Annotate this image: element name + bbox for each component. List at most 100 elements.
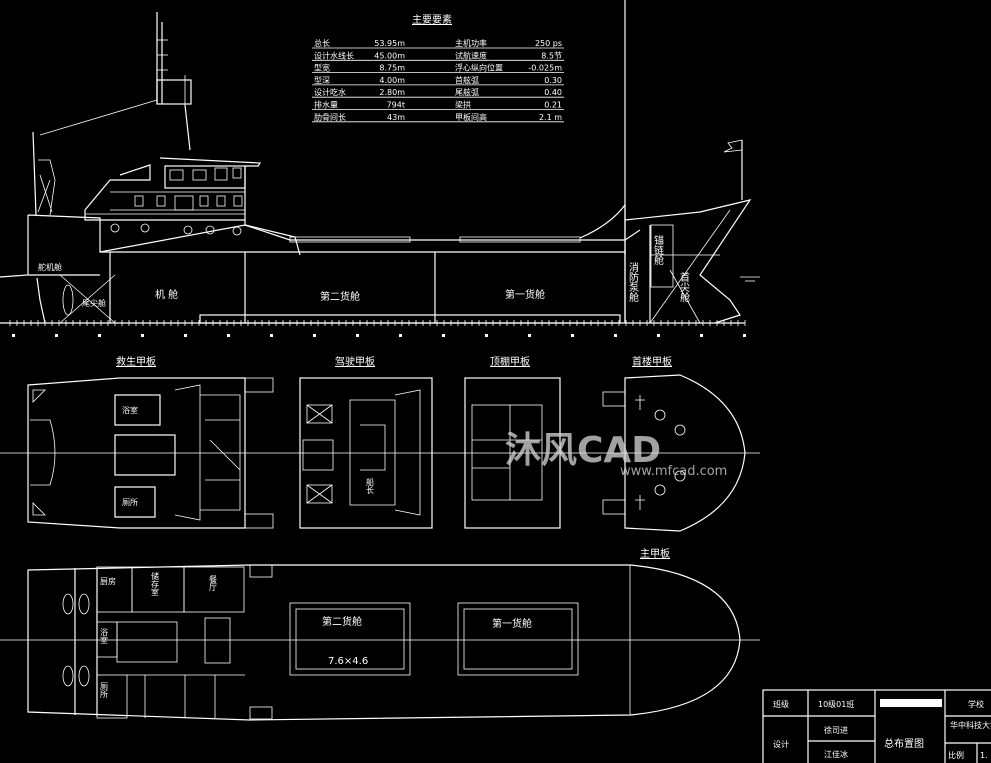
spec-v1: 8.75m [379,64,405,73]
spec-v2: 250 ps [535,39,562,48]
label-hold-1: 第一货舱 [505,288,545,301]
spec-v2: 0.21 [544,101,562,110]
spec-table-title: 主要要素 [412,13,452,26]
scale-label: 比例 [948,750,964,760]
frame-number-mark [141,334,144,337]
spec-k1: 肋骨间长 [314,112,346,122]
spec-v2: 2.1 m [539,113,562,122]
spec-k2: 试航速度 [455,50,487,60]
drawing-name: 总布置图 [884,737,924,750]
forecastle-deck-title: 首楼甲板 [632,355,672,368]
frame-number-mark [743,334,746,337]
label-steering-room: 舵机舱 [38,262,62,272]
boat-deck-title: 救生甲板 [116,355,156,368]
designer-1: 徐司进 [824,725,848,735]
hull-profile [0,0,760,324]
frame-number-mark [657,334,660,337]
spec-k1: 总长 [314,38,330,48]
frame-number-mark [399,334,402,337]
spec-k2: 尾舷弧 [455,87,479,97]
spec-v1: 4.00m [379,76,405,85]
main-deck-toilet-label: 厕所 [100,682,109,699]
main-deck-hold-2-label: 第二货舱 [322,615,362,628]
frame-number-mark [227,334,230,337]
top-deck-title: 顶棚甲板 [490,355,530,368]
spec-k2: 主机功率 [455,38,487,48]
bridge-deck-plan: 驾驶甲板 船长 [299,355,433,529]
bow-flag-icon [723,139,743,153]
label-chain-locker: 锚链舱 [652,235,664,266]
spec-v1: 2.80m [379,88,405,97]
spec-table-row: 型深 4.00m 首舷弧 0.30 [312,75,564,86]
frame-number-mark [184,334,187,337]
frame-number-mark [614,334,617,337]
spec-k1: 设计水线长 [314,50,354,60]
main-deck-title: 主甲板 [640,547,670,560]
stern-crane [32,131,56,216]
superstructure [84,157,262,236]
label-aft-peak: 尾尖舱 [82,298,106,308]
frame-number-mark [485,334,488,337]
label-fore-peak: 首尖舱 [678,271,690,303]
forecastle-deck-plan: 首楼甲板 [602,355,746,532]
frame-number-mark [700,334,703,337]
main-mast [39,12,192,151]
spec-k2: 梁拱 [455,100,471,110]
spec-table-row: 总长 53.95m 主机功率 250 ps [312,38,564,49]
spec-v2: 0.30 [544,76,562,85]
spec-k2: 甲板间高 [455,112,487,122]
spec-table: 主要要素 总长 53.95m 主机功率 250 ps 设计水线长 45.00m 试航速度 8.… [312,13,564,123]
bridge-deck-title: 驾驶甲板 [335,355,375,368]
spec-v1: 43m [387,113,405,122]
spec-v2: 8.5节 [541,51,562,60]
frame-number-mark [12,334,15,337]
class-value: 10级01班 [818,699,854,709]
class-label: 班级 [773,699,789,709]
spec-v2: -0.025m [528,64,562,73]
store-room-label: 储存室 [151,571,160,596]
hatch-size-label: 7.6×4.6 [328,656,368,667]
spec-table-row: 设计水线长 45.00m 试航速度 8.5节 [312,50,564,61]
spec-v1: 53.95m [374,39,405,48]
spec-v1: 45.00m [374,51,405,60]
spec-table-row: 设计吃水 2.80m 尾舷弧 0.40 [312,87,564,98]
label-engine-room: 机 舱 [155,288,178,301]
frame-number-mark [98,334,101,337]
boat-deck-toilet-label: 厕所 [122,497,138,507]
spec-k1: 型宽 [314,63,330,73]
spec-table-row: 排水量 794t 梁拱 0.21 [312,100,564,110]
spec-k1: 设计吃水 [314,87,346,97]
boat-deck-bath-label: 浴室 [122,405,138,415]
label-fire-pump-room: 消防泵舱 [627,261,639,303]
main-deck-hold-1-label: 第一货舱 [492,617,532,630]
spec-table-row: 肋骨间长 43m 甲板间高 2.1 m [312,112,564,123]
frame-number-mark [442,334,445,337]
frame-number-mark [270,334,273,337]
kitchen-label: 厨房 [100,576,116,586]
frame-number-mark [528,334,531,337]
school-value: 华中科技大学文华学院 [950,720,991,730]
watermark: 沐风CAD www.mfcad.com [505,430,727,479]
profile-view: 舵机舱 尾尖舱 机 舱 第二货舱 第一货舱 消防泵舱 锚链舱 首尖舱 [0,0,760,337]
frame-number-mark [313,334,316,337]
spec-v2: 0.40 [544,88,562,97]
main-deck-bath-label: 浴室 [100,627,109,644]
main-deck-plan: 主甲板 厨房 储存室 餐厅 浴室 厕所 第二货舱 第一货舱 7.6×4.6 [27,547,741,721]
watermark-brand: 沐风CAD [505,430,661,471]
frame-scale [9,320,746,337]
watermark-url: www.mfcad.com [620,464,727,479]
spec-table-row: 型宽 8.75m 浮心纵向位置 -0.025m [312,63,564,73]
boat-deck-plan: 救生甲板 浴室 厕所 [27,355,274,529]
spec-k2: 浮心纵向位置 [455,63,503,73]
spec-k1: 排水量 [314,100,338,110]
spec-k2: 首舷弧 [455,75,479,85]
school-label: 学校 [968,699,984,709]
designer-2: 江佳冰 [824,749,848,759]
captain-room-label: 船长 [366,477,375,495]
spec-k1: 型深 [314,76,330,85]
frame-number-mark [356,334,359,337]
spec-v1: 794t [387,101,405,110]
design-label: 设计 [773,739,789,749]
mess-room-label: 餐厅 [209,575,218,591]
